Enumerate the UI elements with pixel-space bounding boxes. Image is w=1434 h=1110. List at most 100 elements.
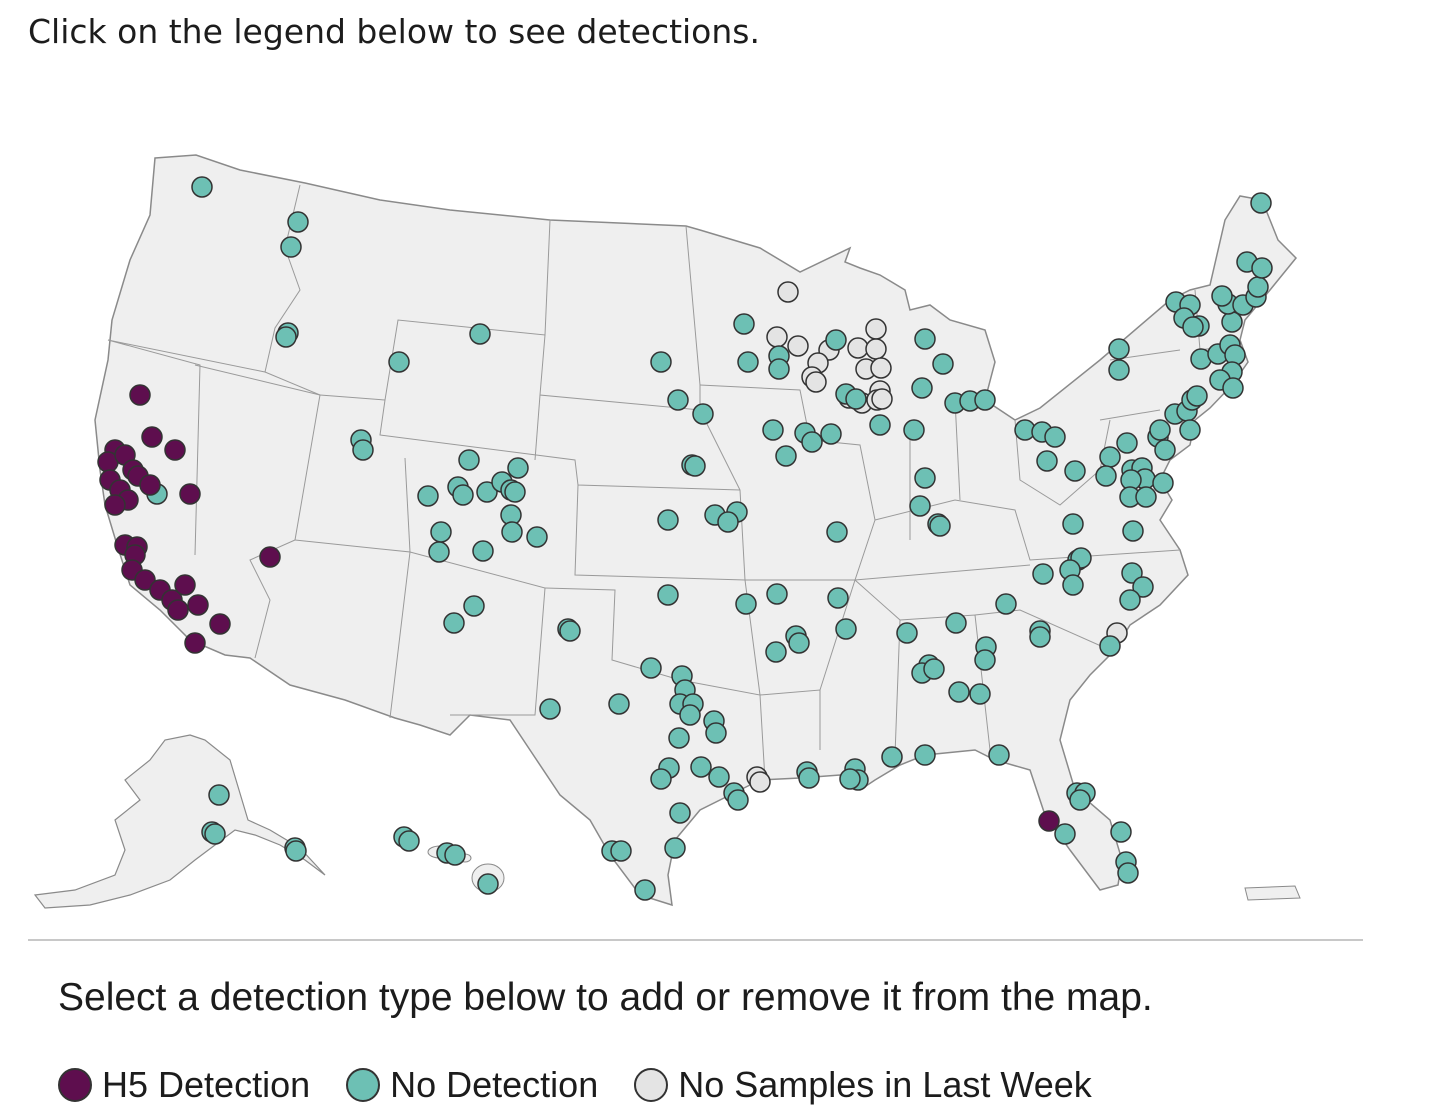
no-detection-site-marker[interactable] — [1122, 520, 1144, 542]
no-samples-site-marker[interactable] — [777, 281, 799, 303]
no-detection-site-marker[interactable] — [1182, 316, 1204, 338]
no-detection-site-marker[interactable] — [1247, 276, 1269, 298]
no-detection-site-marker[interactable] — [472, 540, 494, 562]
no-detection-site-marker[interactable] — [827, 587, 849, 609]
no-detection-site-marker[interactable] — [650, 351, 672, 373]
no-detection-site-marker[interactable] — [708, 766, 730, 788]
no-detection-site-marker[interactable] — [826, 521, 848, 543]
no-detection-site-marker[interactable] — [657, 584, 679, 606]
no-detection-site-marker[interactable] — [1044, 426, 1066, 448]
no-detection-site-marker[interactable] — [667, 389, 689, 411]
no-detection-site-marker[interactable] — [869, 414, 891, 436]
no-detection-site-marker[interactable] — [1110, 821, 1132, 843]
no-detection-site-marker[interactable] — [974, 389, 996, 411]
no-detection-site-marker[interactable] — [1154, 439, 1176, 461]
no-detection-site-marker[interactable] — [914, 328, 936, 350]
no-detection-site-marker[interactable] — [280, 236, 302, 258]
no-detection-site-marker[interactable] — [1250, 192, 1272, 214]
no-detection-site-marker[interactable] — [932, 353, 954, 375]
no-detection-site-marker[interactable] — [1064, 460, 1086, 482]
no-detection-site-marker[interactable] — [1117, 862, 1139, 884]
no-samples-site-marker[interactable] — [766, 326, 788, 348]
h5-detection-site-marker[interactable] — [141, 426, 163, 448]
no-samples-site-marker[interactable] — [865, 318, 887, 340]
no-samples-site-marker[interactable] — [749, 771, 771, 793]
no-detection-site-marker[interactable] — [1221, 311, 1243, 333]
h5-detection-site-marker[interactable] — [164, 439, 186, 461]
no-detection-site-marker[interactable] — [559, 620, 581, 642]
h5-detection-site-marker[interactable] — [179, 483, 201, 505]
no-detection-site-marker[interactable] — [650, 768, 672, 790]
no-detection-site-marker[interactable] — [969, 683, 991, 705]
legend-item-no-samples[interactable]: No Samples in Last Week — [634, 1064, 1092, 1106]
no-detection-site-marker[interactable] — [1099, 635, 1121, 657]
no-detection-site-marker[interactable] — [388, 351, 410, 373]
h5-detection-site-marker[interactable] — [259, 546, 281, 568]
no-detection-site-marker[interactable] — [1211, 285, 1233, 307]
no-detection-site-marker[interactable] — [1251, 257, 1273, 279]
no-detection-site-marker[interactable] — [469, 323, 491, 345]
no-detection-site-marker[interactable] — [430, 521, 452, 543]
no-detection-site-marker[interactable] — [463, 595, 485, 617]
no-detection-site-marker[interactable] — [1069, 789, 1091, 811]
no-detection-site-marker[interactable] — [640, 657, 662, 679]
no-detection-site-marker[interactable] — [1132, 576, 1154, 598]
no-detection-site-marker[interactable] — [766, 583, 788, 605]
no-detection-site-marker[interactable] — [352, 439, 374, 461]
h5-detection-site-marker[interactable] — [184, 632, 206, 654]
no-detection-site-marker[interactable] — [1149, 419, 1171, 441]
no-detection-site-marker[interactable] — [690, 756, 712, 778]
no-detection-site-marker[interactable] — [428, 541, 450, 563]
no-detection-site-marker[interactable] — [526, 526, 548, 548]
no-detection-site-marker[interactable] — [909, 495, 931, 517]
no-detection-site-marker[interactable] — [692, 403, 714, 425]
h5-detection-site-marker[interactable] — [174, 574, 196, 596]
h5-detection-site-marker[interactable] — [187, 594, 209, 616]
no-detection-site-marker[interactable] — [845, 388, 867, 410]
no-detection-site-marker[interactable] — [1054, 823, 1076, 845]
no-detection-site-marker[interactable] — [501, 521, 523, 543]
no-detection-site-marker[interactable] — [287, 211, 309, 233]
no-detection-site-marker[interactable] — [911, 377, 933, 399]
no-detection-site-marker[interactable] — [801, 431, 823, 453]
no-detection-site-marker[interactable] — [835, 618, 857, 640]
no-detection-site-marker[interactable] — [443, 612, 465, 634]
h5-detection-site-marker[interactable] — [104, 494, 126, 516]
no-detection-site-marker[interactable] — [881, 746, 903, 768]
no-detection-site-marker[interactable] — [765, 641, 787, 663]
no-detection-site-marker[interactable] — [717, 511, 739, 533]
legend-item-no-detection[interactable]: No Detection — [346, 1064, 598, 1106]
no-detection-site-marker[interactable] — [398, 830, 420, 852]
no-detection-site-marker[interactable] — [657, 509, 679, 531]
no-detection-site-marker[interactable] — [825, 329, 847, 351]
no-detection-site-marker[interactable] — [762, 419, 784, 441]
no-detection-site-marker[interactable] — [995, 593, 1017, 615]
no-detection-site-marker[interactable] — [839, 768, 861, 790]
h5-detection-site-marker[interactable] — [129, 384, 151, 406]
legend-item-h5-detection[interactable]: H5 Detection — [58, 1064, 310, 1106]
no-detection-site-marker[interactable] — [727, 789, 749, 811]
no-detection-site-marker[interactable] — [458, 449, 480, 471]
no-detection-site-marker[interactable] — [452, 484, 474, 506]
no-detection-site-marker[interactable] — [539, 698, 561, 720]
h5-detection-site-marker[interactable] — [167, 599, 189, 621]
h5-detection-site-marker[interactable] — [209, 613, 231, 635]
h5-detection-site-marker[interactable] — [134, 569, 156, 591]
no-detection-site-marker[interactable] — [1062, 513, 1084, 535]
no-detection-site-marker[interactable] — [1099, 446, 1121, 468]
no-detection-site-marker[interactable] — [903, 419, 925, 441]
no-detection-site-marker[interactable] — [504, 481, 526, 503]
no-detection-site-marker[interactable] — [191, 176, 213, 198]
no-detection-site-marker[interactable] — [798, 767, 820, 789]
no-detection-site-marker[interactable] — [1036, 450, 1058, 472]
no-samples-site-marker[interactable] — [871, 388, 893, 410]
no-detection-site-marker[interactable] — [1222, 377, 1244, 399]
no-detection-site-marker[interactable] — [679, 704, 701, 726]
no-detection-site-marker[interactable] — [417, 485, 439, 507]
no-detection-site-marker[interactable] — [444, 844, 466, 866]
no-detection-site-marker[interactable] — [1032, 563, 1054, 585]
no-detection-site-marker[interactable] — [208, 784, 230, 806]
no-samples-site-marker[interactable] — [870, 357, 892, 379]
no-detection-site-marker[interactable] — [1179, 419, 1201, 441]
no-detection-site-marker[interactable] — [1116, 432, 1138, 454]
